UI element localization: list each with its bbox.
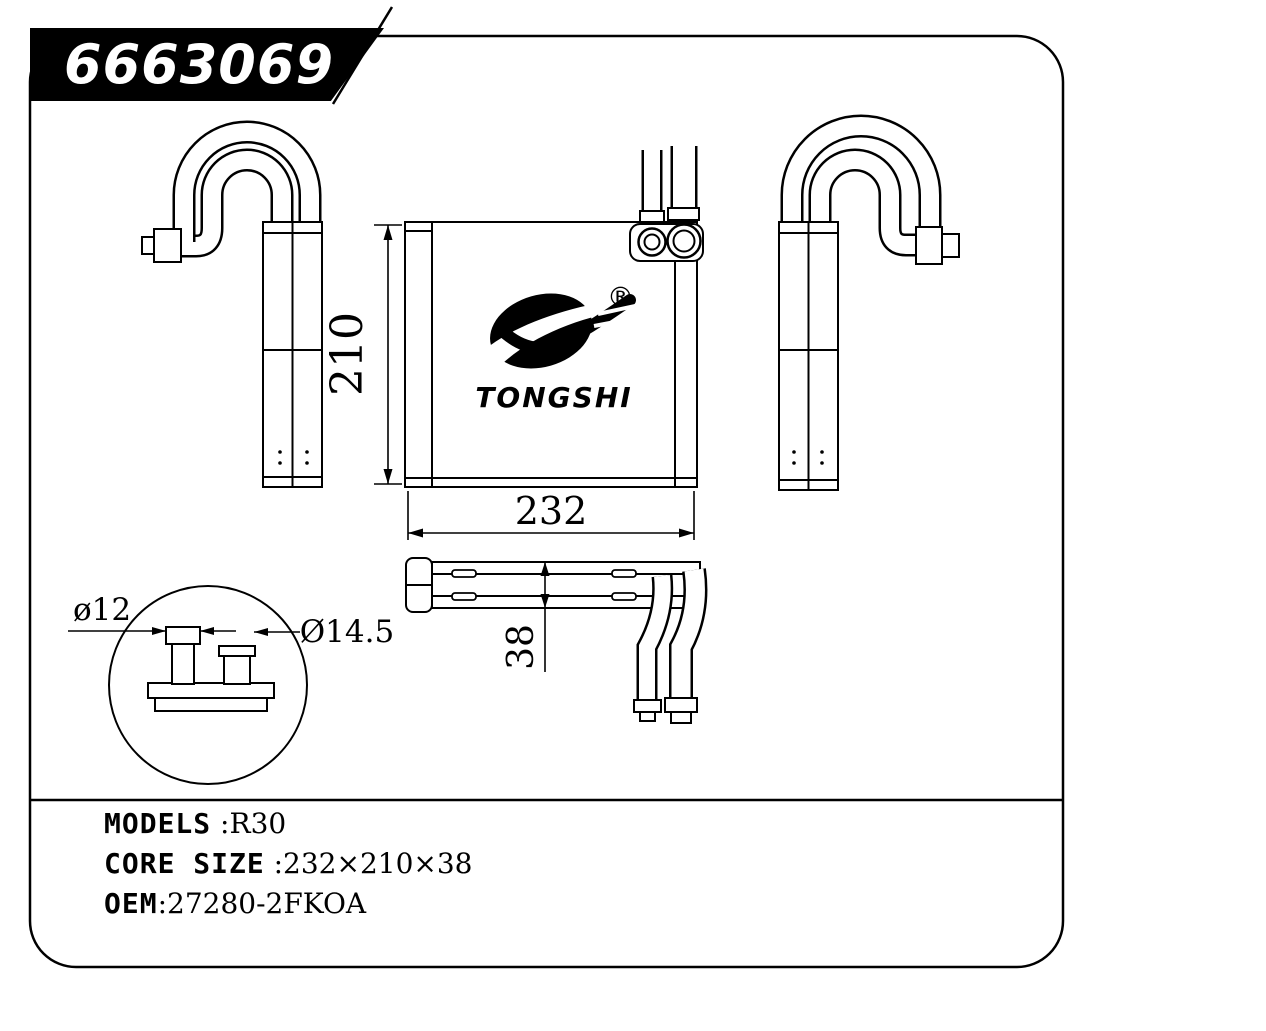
spec-block: MODELS :R30 CORE SIZE :232×210×38 OEM:27… [104,804,473,924]
dim-height-label: 210 [322,312,373,396]
front-view: ® TONGSHI [404,146,704,488]
tongshi-logo: ® TONGSHI [475,282,645,414]
pipe-stub-detail [147,626,275,712]
left-side-view [141,120,323,488]
core-body [404,221,698,488]
spec-models-label: MODELS [104,807,212,840]
left-pipe-fitting [141,228,182,263]
spec-models-value: :R30 [211,807,287,840]
dim-pipe-small-label: ø12 [73,592,131,628]
sheet-border [28,34,1065,969]
part-number-banner: 6663069 [30,28,384,101]
dim-width-232: 232 [407,489,695,540]
dim-pipe-small: ø12 [68,592,236,635]
right-side-view [778,114,960,491]
spec-oem-label: OEM [104,887,158,920]
top-view [405,557,708,724]
dim-pipe-large: Ø14.5 [254,614,394,650]
registered-mark: ® [607,282,634,313]
brand-text: TONGSHI [475,381,632,414]
spec-core-size-label: CORE SIZE [104,847,265,880]
detail-circle [108,585,308,785]
right-pipe-fitting [915,226,960,265]
spec-models: MODELS :R30 [104,804,473,844]
dim-pipe-large-label: Ø14.5 [300,614,394,650]
tongshi-logo-mark [484,293,645,369]
bottom-pipe-flanges [633,697,698,724]
spec-oem-value: :27280-2FKOA [157,887,367,920]
dim-width-label: 232 [515,489,588,533]
detail-circle-view: ø12 Ø14.5 [68,585,394,785]
dim-depth-label: 38 [501,624,542,670]
spec-core-size-value: :232×210×38 [264,847,473,880]
dim-height-210: 210 [322,224,402,485]
dim-depth-38: 38 [501,562,550,672]
spec-core-size: CORE SIZE :232×210×38 [104,844,473,884]
dimensions: 210 232 38 [322,224,695,672]
part-number: 6663069 [64,33,335,96]
spec-oem: OEM:27280-2FKOA [104,884,473,924]
sheet-frame [28,6,1065,969]
